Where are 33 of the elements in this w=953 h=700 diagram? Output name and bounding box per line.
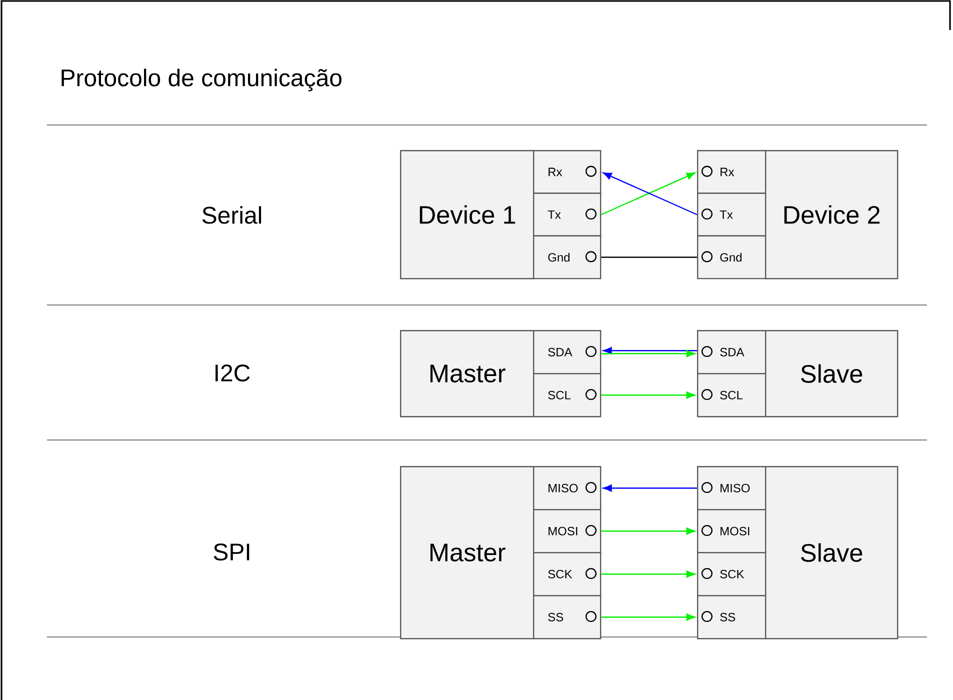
pin-cell: Rx (533, 150, 602, 194)
pin-cell: MOSI (697, 509, 766, 554)
pin-cell: SS (533, 595, 602, 640)
pin-cell: SCL (697, 373, 766, 418)
pin-cell: MISO (697, 466, 766, 510)
title: Protocolo de comunicação (62, 68, 342, 92)
device-box: Device 1 (400, 150, 534, 280)
arrow (603, 347, 697, 354)
arrow (601, 570, 696, 578)
arrow (603, 484, 697, 492)
pin-cell: SCK (697, 552, 766, 596)
pin-cell: SCL (533, 373, 602, 418)
pin-cell: SCK (533, 552, 602, 596)
device-box: Master (400, 466, 534, 640)
pin-cell: SDA (533, 330, 602, 374)
pin-cell: MOSI (533, 509, 602, 554)
device-box: Slave (765, 466, 898, 640)
pin-cell: MISO (533, 466, 602, 510)
row-label: I2C (216, 364, 250, 382)
pin-cell: Tx (697, 192, 766, 237)
row-label: SPI (214, 544, 250, 560)
pin-cell: Gnd (697, 235, 766, 280)
arrow (601, 350, 696, 358)
arrow (601, 614, 696, 621)
pin-cell: SDA (697, 330, 766, 374)
row-label: Serial (202, 206, 262, 224)
arrow (601, 528, 696, 535)
pin-cell: Gnd (533, 235, 602, 280)
arrow (601, 392, 696, 399)
pin-cell: SS (697, 595, 766, 640)
pin-cell: Tx (533, 192, 602, 237)
pin-cell: Rx (697, 150, 766, 194)
device-box: Device 2 (765, 150, 898, 280)
